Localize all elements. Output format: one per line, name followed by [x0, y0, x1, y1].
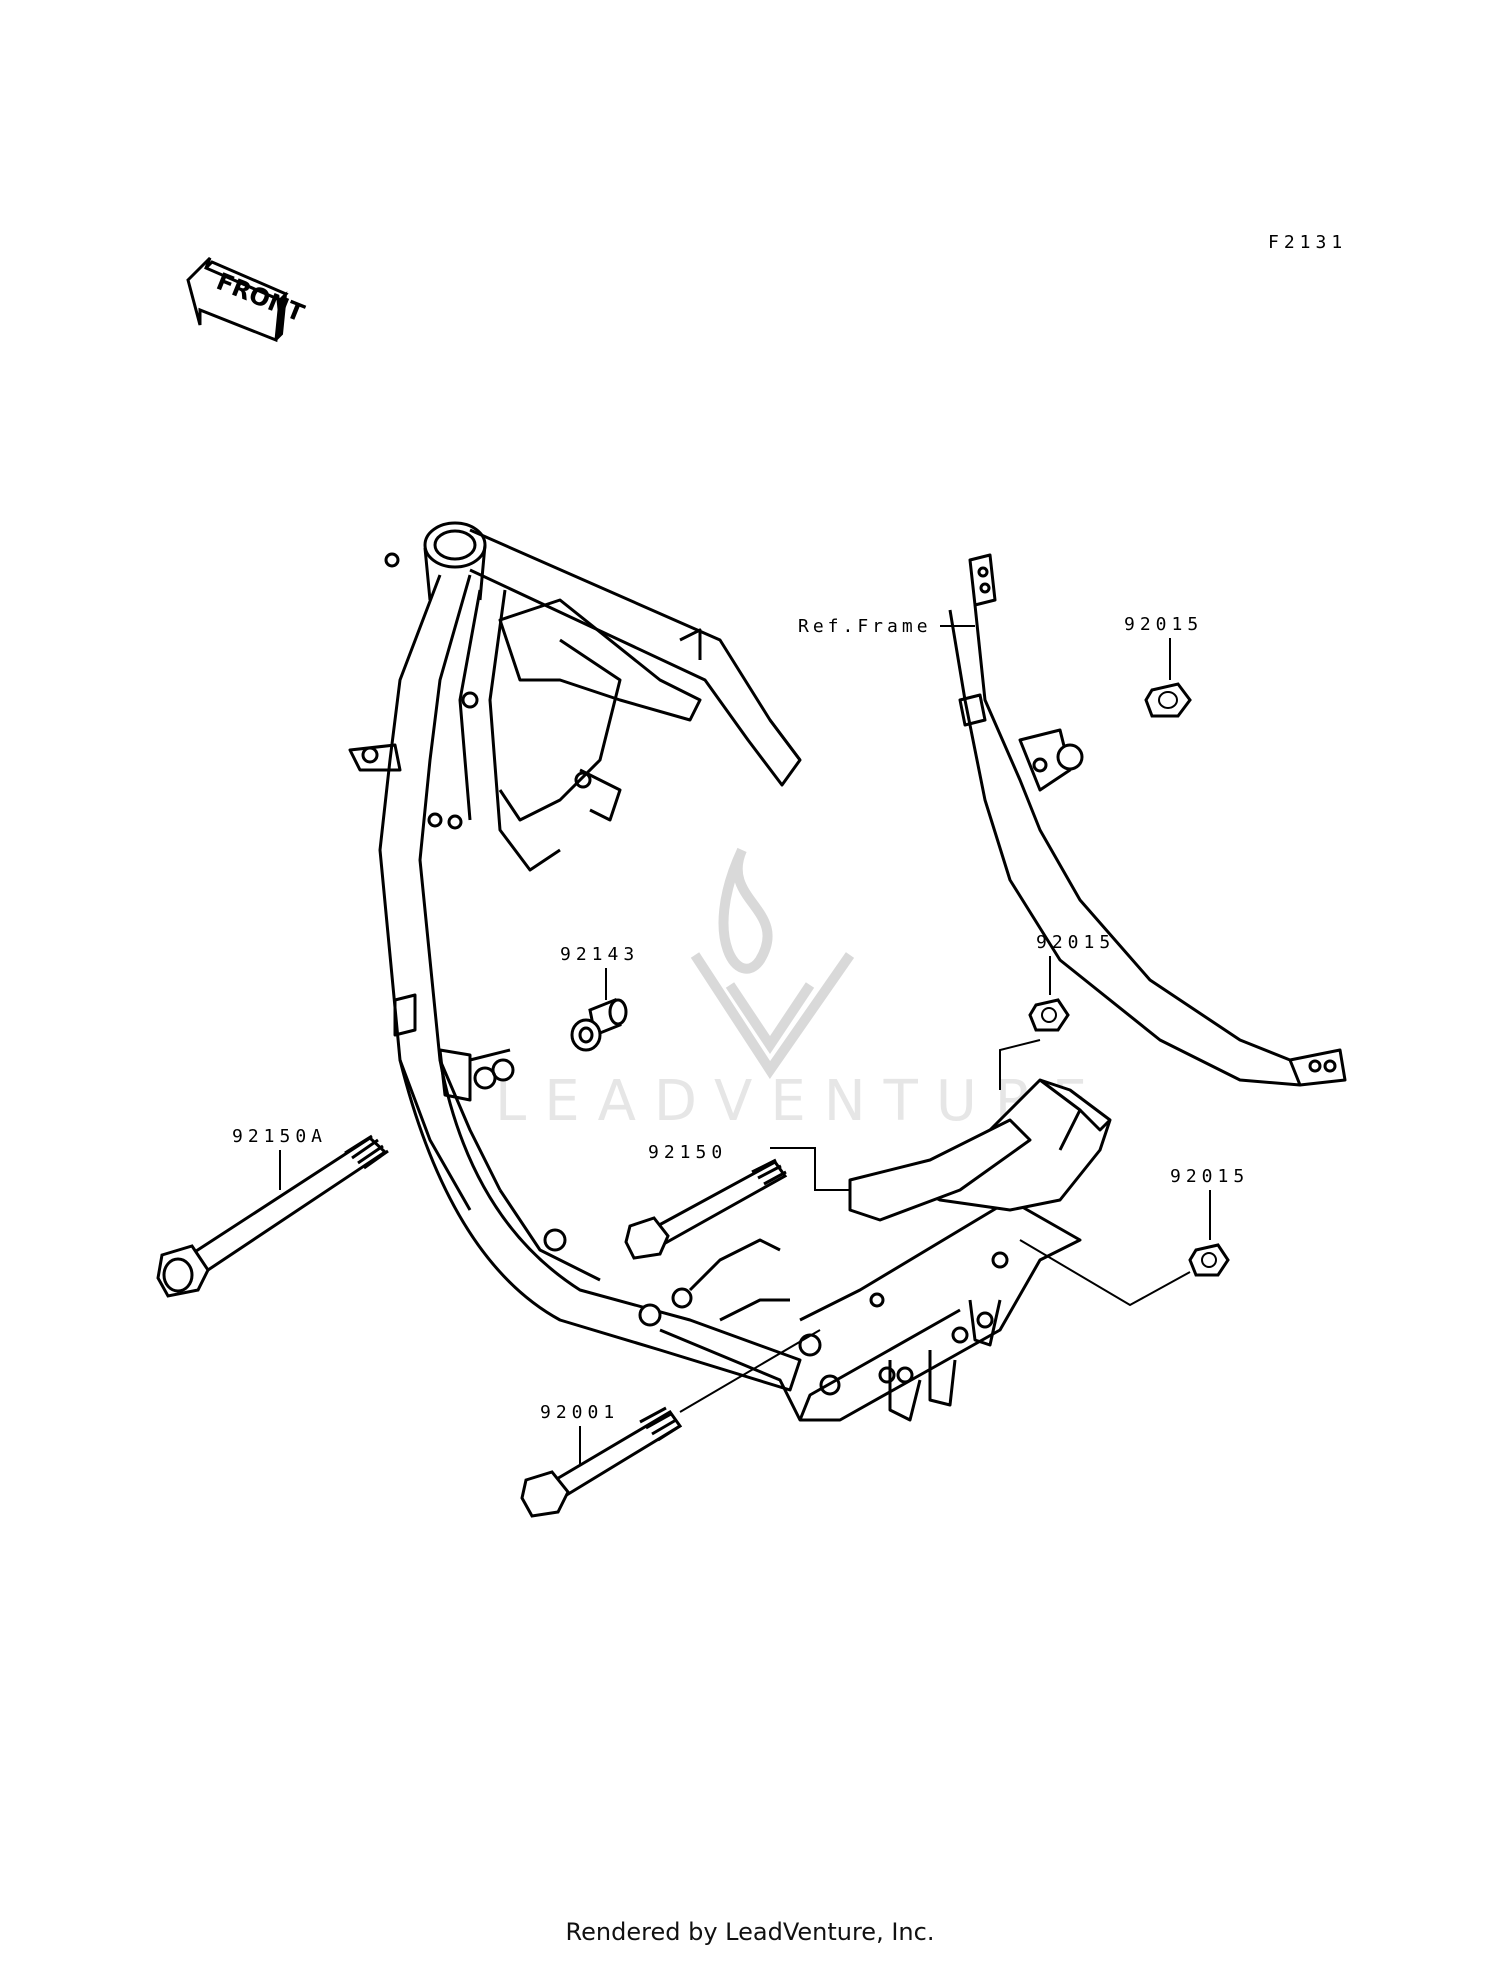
part-label-92001: 92001: [540, 1402, 619, 1423]
part-label-92015-top: 92015: [1124, 614, 1203, 635]
frame-drawing: [348, 521, 1112, 1422]
part-label-92150: 92150: [648, 1142, 727, 1163]
diagram-code: F2131: [1268, 232, 1347, 253]
footer-text: Rendered by LeadVenture, Inc.: [565, 1918, 935, 1946]
rear-frame-section: [948, 553, 1347, 1087]
part-label-92015-middle: 92015: [1036, 932, 1115, 953]
nut-icon: [1144, 682, 1192, 718]
part-label-92015-right: 92015: [1170, 1166, 1249, 1187]
bolt-icon: [156, 1134, 389, 1298]
ref-frame-label: Ref.Frame: [798, 616, 932, 637]
bolt-icon: [624, 1158, 788, 1260]
watermark: LEADVENTURE: [495, 847, 1105, 1134]
collar-icon: [570, 997, 628, 1052]
part-92150A: 92150A: [156, 1126, 389, 1298]
part-92150: 92150: [624, 1142, 851, 1260]
part-92143: 92143: [560, 944, 639, 1052]
nut-icon: [1188, 1243, 1230, 1277]
part-92015-top: 92015: [1124, 614, 1203, 718]
nut-icon: [1028, 998, 1070, 1032]
bolt-icon: [520, 1406, 683, 1518]
part-label-92150A: 92150A: [232, 1126, 327, 1147]
front-arrow-icon: FRONT: [186, 256, 309, 343]
part-92015-right: 92015: [1019, 1166, 1249, 1307]
part-92015-middle: 92015: [999, 932, 1115, 1090]
watermark-text: LEADVENTURE: [495, 1069, 1105, 1134]
part-92001: 92001: [520, 1329, 821, 1518]
part-label-92143: 92143: [560, 944, 639, 965]
